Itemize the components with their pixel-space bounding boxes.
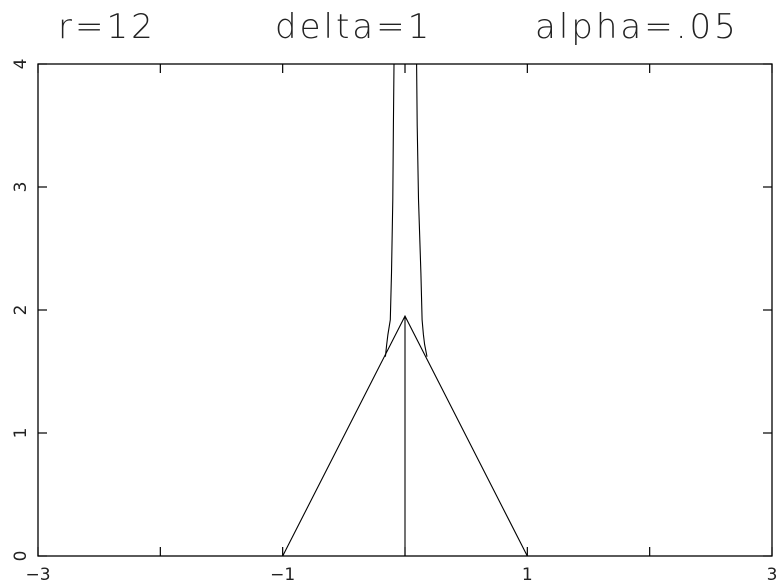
axis-ticks — [37, 63, 773, 557]
y-tick-label-3: 3 — [11, 182, 31, 193]
y-tick-label-1: 1 — [11, 428, 31, 439]
title-delta: delta=1 — [275, 7, 432, 47]
x-tick-label-0: −3 — [25, 565, 50, 585]
y-tick-label-4: 4 — [11, 59, 31, 70]
x-tick-label-1: −1 — [270, 565, 295, 585]
axis-tick-labels: −3 −1 1 3 0 1 2 3 4 — [11, 59, 777, 585]
title-alpha: alpha=.05 — [535, 7, 739, 47]
y-tick-label-2: 2 — [11, 305, 31, 316]
x-tick-label-2: 1 — [522, 565, 533, 585]
series-line-3 — [416, 63, 428, 357]
y-tick-label-0: 0 — [11, 551, 31, 562]
series-line-2 — [384, 63, 395, 357]
title-r: r=12 — [58, 7, 156, 47]
data-series — [282, 63, 528, 557]
x-tick-label-3: 3 — [767, 565, 778, 585]
